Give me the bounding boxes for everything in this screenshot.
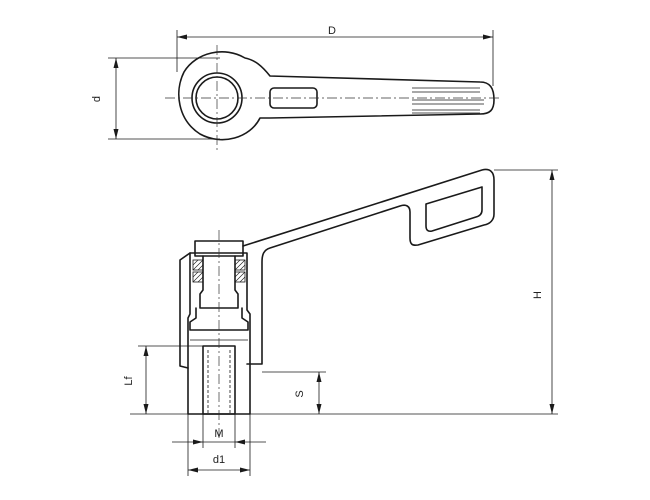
dim-Lf-arrow-top [143, 346, 149, 356]
dim-d-arrow-top [113, 58, 119, 68]
dim-S-arrow-bottom [316, 404, 322, 414]
dim-Lf-label: Lf [123, 375, 135, 385]
grip-pocket [425, 186, 483, 233]
dim-d1-arrow-left [188, 467, 198, 473]
dim-M-arrow-right [235, 439, 245, 445]
dim-M-label: M [214, 428, 223, 440]
spring-left [192, 259, 204, 283]
spring-right [234, 259, 246, 283]
dim-d1-arrow-right [240, 467, 250, 473]
dim-Lf-arrow-bottom [143, 404, 149, 414]
dim-D-arrow-right [483, 34, 493, 40]
dim-D-label: D [328, 25, 336, 37]
dim-H-arrow-bottom [549, 404, 555, 414]
grip-groove-3 [412, 109, 480, 114]
button-stem [199, 255, 239, 309]
dim-H-label: H [532, 291, 544, 299]
dim-S-label: S [294, 390, 306, 397]
grip-groove-1 [412, 87, 480, 93]
dim-D-arrow-left [177, 34, 187, 40]
dim-M-arrow-left [193, 439, 203, 445]
grip-groove-2 [412, 99, 484, 105]
dim-H-arrow-top [549, 170, 555, 180]
body-skirt-outline [179, 252, 191, 369]
dim-d1-label: d1 [213, 454, 225, 466]
dim-d-label: d [91, 96, 103, 102]
dim-d-arrow-bottom [113, 129, 119, 139]
dim-S-arrow-top [316, 372, 322, 382]
lever-arm-outline [242, 168, 495, 365]
side-view: H Lf S M d1 [123, 168, 558, 476]
release-button [194, 240, 244, 257]
hub-outer-ring [191, 72, 243, 124]
lever-top-outline [178, 51, 495, 141]
top-view: D d [91, 25, 500, 150]
